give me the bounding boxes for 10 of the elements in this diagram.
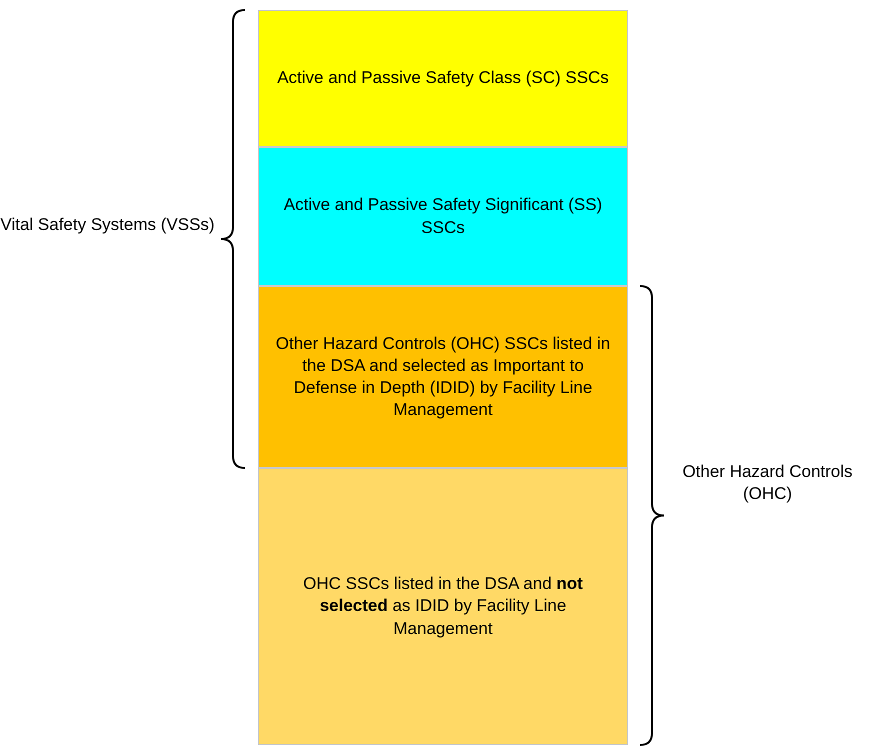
category-box [258, 10, 628, 147]
box-text: Active and Passive Safety Significant (SS) SSCs [282, 194, 604, 238]
category-box [258, 468, 628, 745]
bracket-label: Vital Safety Systems (VSSs) [0, 214, 215, 236]
bracket-label: Other Hazard Controls (OHC) [681, 461, 854, 506]
box-text: OHC SSCs listed in the DSA and not selected as IDID by Facility Line Management [302, 573, 584, 640]
box-text: Active and Passive Safety Class (SC) SSCs [276, 67, 610, 90]
category-box [258, 286, 628, 468]
category-box [258, 147, 628, 286]
box-text: Other Hazard Controls (OHC) SSCs listed in the DSA and selected as Important to Defense in Depth (IDID) by Facility Line Management [274, 332, 612, 422]
